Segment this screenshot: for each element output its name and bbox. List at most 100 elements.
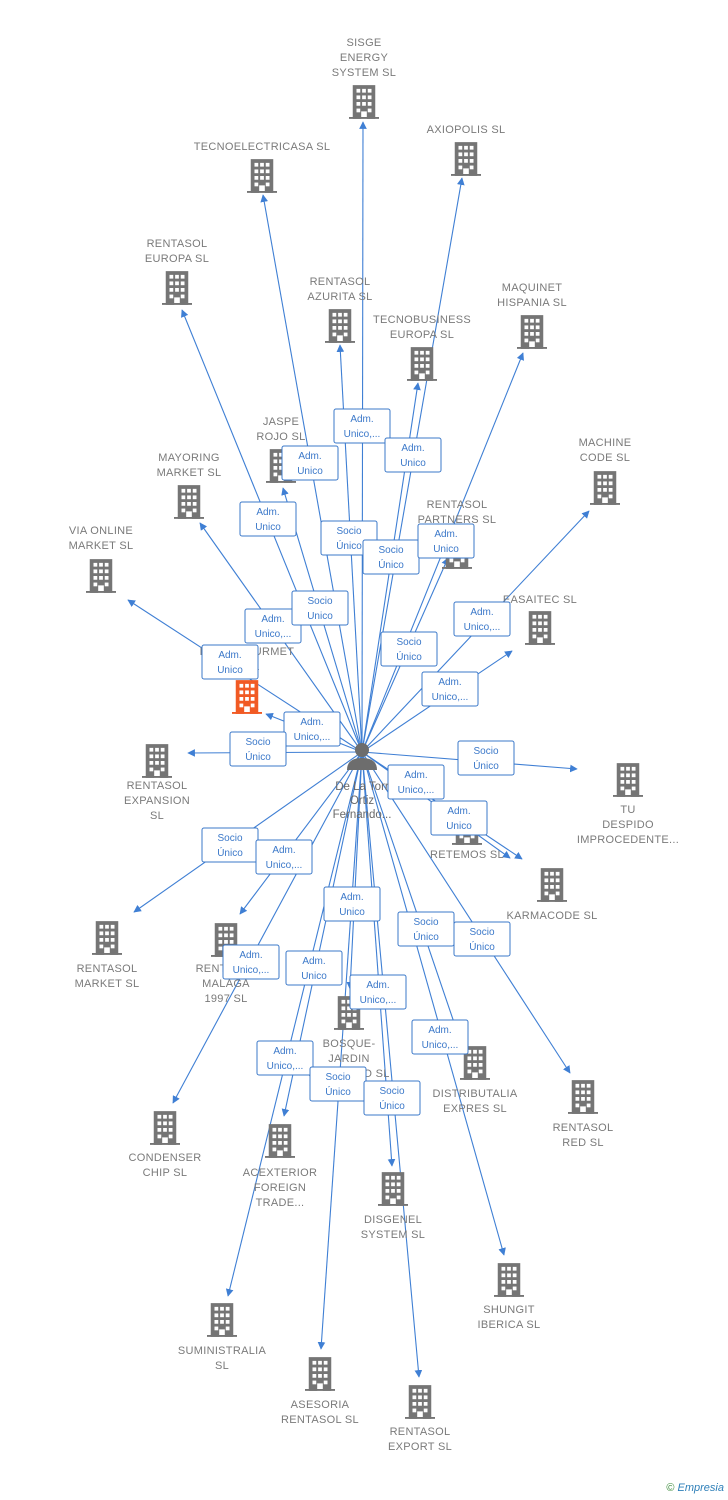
role-badge-text: Unico [217, 665, 243, 676]
role-badge-box [323, 886, 381, 922]
role-badge-text: Unico [446, 821, 472, 832]
role-badge-text: Único [336, 539, 362, 552]
role-badge-text: Adm. [300, 717, 323, 728]
edge-asesoria [317, 751, 363, 1350]
person-label-line-3: Fernando... [333, 809, 392, 821]
company-label: RENTASOL [390, 1426, 451, 1438]
copyright-icon: © [666, 1482, 675, 1494]
company-label: CONDENSER [129, 1152, 202, 1164]
role-badge-mayoring[interactable]: Adm.Unico,... [453, 601, 511, 637]
company-label: RETEMOS SL [430, 849, 504, 861]
company-node-easaitec[interactable]: EASAITEC SL [503, 594, 577, 645]
company-label: ENERGY [340, 52, 389, 64]
role-badge-acexterior[interactable]: Adm.Unico [285, 950, 343, 986]
company-label: SYSTEM SL [361, 1229, 425, 1241]
role-badge-text: Único [473, 759, 499, 772]
role-badge-retemos[interactable]: Adm.Unico,... [387, 764, 445, 800]
company-label: RED SL [562, 1137, 604, 1149]
center-person[interactable]: De La Torr Ortiz Fernando... [333, 743, 392, 821]
role-badge-axiopolis[interactable]: Adm.Unico [239, 501, 297, 537]
company-node-acexterior[interactable]: ACEXTERIORFOREIGNTRADE... [243, 1124, 318, 1209]
brand-logo: Empresia [677, 1482, 724, 1494]
role-badge-machine-code[interactable]: Adm.Unico [417, 523, 475, 559]
role-badge-rentasol-malaga[interactable]: Adm.Unico,... [255, 839, 313, 875]
company-node-axiopolis[interactable]: AXIOPOLIS SL [427, 124, 506, 176]
edge-suministralia [225, 751, 363, 1297]
building-icon [174, 485, 204, 519]
building-icon [451, 142, 481, 176]
edge-shungit [361, 751, 506, 1256]
building-icon [92, 921, 122, 955]
role-badge-tecnobusiness[interactable]: Adm.Unico [281, 445, 339, 481]
company-node-tecnoelectricasa[interactable]: TECNOELECTRICASA SL [194, 141, 331, 193]
role-badge-box [229, 731, 287, 767]
role-badge-bosque-jardin[interactable]: Adm.Unico [323, 886, 381, 922]
role-badge-text: Unico,... [432, 692, 469, 703]
building-icon [207, 1303, 237, 1337]
company-label: KARMACODE SL [506, 910, 597, 922]
building-icon [405, 1385, 435, 1419]
building-icon [265, 1124, 295, 1158]
role-badge-maquinet[interactable]: Adm.Unico,... [244, 608, 302, 644]
company-label: RENTASOL [77, 963, 138, 975]
role-badge-condenser[interactable]: Adm.Unico,... [222, 944, 280, 980]
role-badge-easaitec[interactable]: Adm.Unico,... [421, 671, 479, 707]
company-label: AXIOPOLIS SL [427, 124, 506, 136]
company-label: EXPANSION [124, 795, 190, 807]
company-label: SUMINISTRALIA [178, 1345, 267, 1357]
role-badge-disgenel[interactable]: Adm.Unico,... [349, 974, 407, 1010]
company-node-tu-despido[interactable]: TUDESPIDOIMPROCEDENTE... [577, 763, 679, 846]
edge-rentasol-export [361, 751, 423, 1378]
company-label: EXPRES SL [443, 1103, 507, 1115]
company-node-retemos[interactable]: RETEMOS SL [430, 811, 504, 861]
company-node-disgenel[interactable]: DISGENEL SYSTEM SL [361, 1172, 425, 1241]
role-badge-box [333, 408, 391, 444]
role-badge-tecnoelectricasa[interactable]: Adm.Unico [384, 437, 442, 473]
role-badge-text: Socio [307, 596, 332, 607]
company-label: PARTNERS SL [418, 514, 497, 526]
company-node-karmacode[interactable]: KARMACODE SL [506, 868, 597, 922]
building-icon [590, 471, 620, 505]
company-label: DISGENEL [364, 1214, 422, 1226]
company-label: RENTASOL [553, 1122, 614, 1134]
role-badge-text: Socio [469, 927, 494, 938]
role-badge-box [387, 764, 445, 800]
role-badge-suministralia[interactable]: Adm.Unico,... [256, 1040, 314, 1076]
company-node-rentasol-red[interactable]: RENTASOL RED SL [553, 1080, 614, 1149]
role-badge-via-online[interactable]: Adm.Unico [201, 644, 259, 680]
role-badge-box [283, 711, 341, 747]
role-badge-eurogourmet[interactable]: Adm.Unico,... [283, 711, 341, 747]
role-badge-sisge[interactable]: Adm.Unico,... [333, 408, 391, 444]
role-badge-shungit[interactable]: Adm.Unico,... [411, 1019, 469, 1055]
role-badge-box [453, 601, 511, 637]
role-badge-karmacode[interactable]: Adm.Unico [430, 800, 488, 836]
